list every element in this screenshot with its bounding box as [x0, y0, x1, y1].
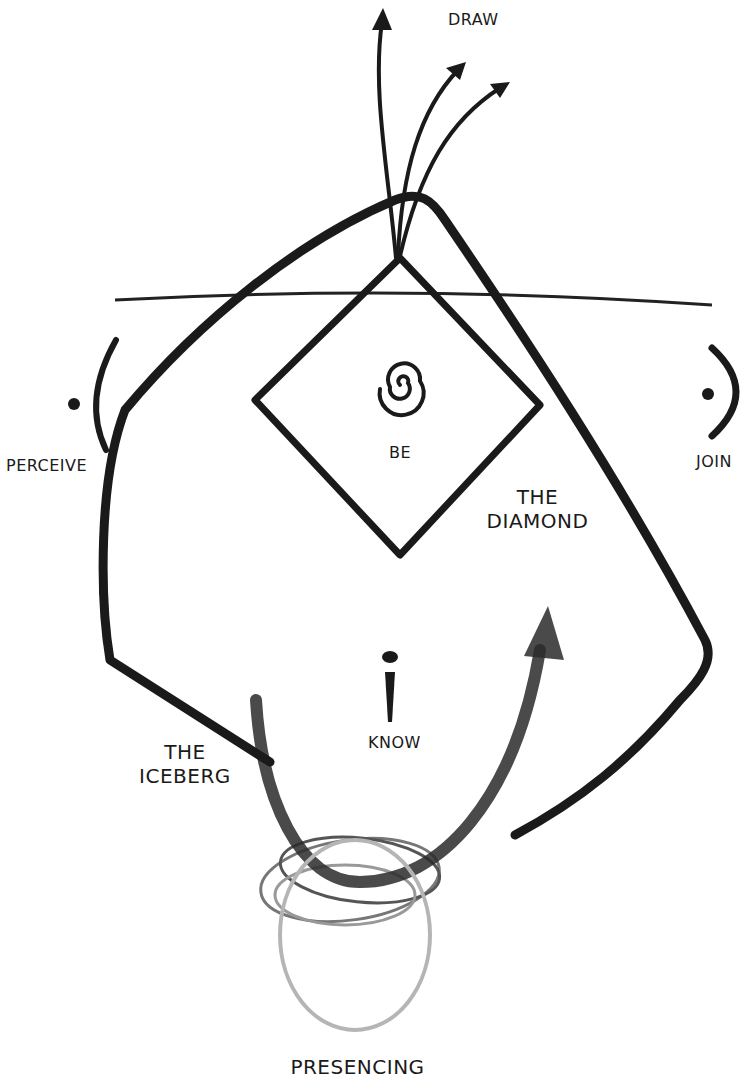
- presencing-circle-line: [280, 840, 430, 1030]
- join-dot: [702, 388, 714, 400]
- iceberg-outline-line: [103, 196, 708, 835]
- draw-arrows: [379, 22, 500, 258]
- presencing-circle: [270, 830, 445, 1090]
- region-title: THE DIAMOND: [480, 485, 595, 533]
- action-label: KNOW: [368, 733, 421, 752]
- arrow-heads: [372, 8, 510, 98]
- u-arrow-head: [524, 606, 564, 660]
- stage-title: PRESENCING: [270, 1055, 445, 1079]
- diamond-shape: BETHE DIAMOND: [255, 255, 585, 560]
- presencing-circle: PRESENCING: [270, 830, 445, 1090]
- region-title: THE ICEBERG: [130, 740, 240, 788]
- core-label: BE: [370, 443, 430, 462]
- spiral-symbol: [380, 363, 424, 415]
- u-arrow: [256, 650, 540, 882]
- know-stem: [385, 672, 395, 722]
- action-label: DRAW: [448, 10, 499, 29]
- action-label: PERCEIVE: [6, 456, 87, 475]
- perceive-dot: [68, 398, 80, 410]
- waterline: [115, 293, 712, 305]
- know-dot: [382, 651, 398, 663]
- action-label: JOIN: [696, 452, 732, 471]
- join-crescent: [712, 348, 736, 436]
